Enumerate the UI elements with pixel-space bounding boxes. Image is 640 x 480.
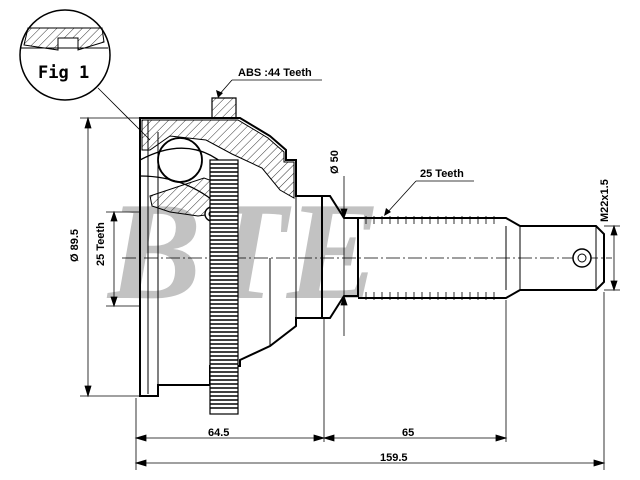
bell-length-label: 64.5 — [208, 427, 229, 439]
fig-label: Fig 1 — [38, 63, 89, 83]
dim-lengths — [134, 292, 606, 470]
spline-shaft-callout: 25 Teeth — [384, 168, 474, 216]
fig-detail-hatch — [23, 27, 105, 51]
spline-shaft-label: 25 Teeth — [420, 168, 464, 180]
spline-marks — [365, 216, 495, 300]
shaft — [322, 195, 605, 319]
fig-detail-circle — [19, 9, 111, 101]
bell-section-hatch — [141, 119, 295, 199]
fig-leader — [97, 87, 151, 141]
abs-callout: ABS :44 Teeth — [216, 67, 322, 98]
spline-inner-label: 25 Teeth — [95, 222, 107, 266]
watermark-text: BTE — [106, 174, 380, 329]
dim-diameter-neck — [340, 176, 348, 336]
ball — [157, 137, 203, 183]
fig-detail: Fig 1 — [19, 9, 151, 141]
abs-tab — [211, 97, 237, 119]
thread-label: M22x1.5 — [599, 179, 611, 222]
cotter-hole — [572, 248, 592, 268]
abs-ring — [209, 159, 239, 415]
cotter-hole-inner — [577, 253, 587, 263]
dim-diameter-outer — [80, 116, 140, 398]
shaft-length-label: 65 — [402, 427, 414, 439]
diameter-neck-label: Ø 50 — [329, 150, 341, 174]
dim-thread — [604, 224, 620, 292]
overall-length-label: 159.5 — [380, 452, 408, 464]
bell-housing — [139, 117, 323, 397]
diameter-outer-label: Ø 89.5 — [69, 229, 81, 262]
abs-label: ABS :44 Teeth — [238, 67, 312, 79]
dim-spline-inner — [106, 210, 140, 308]
